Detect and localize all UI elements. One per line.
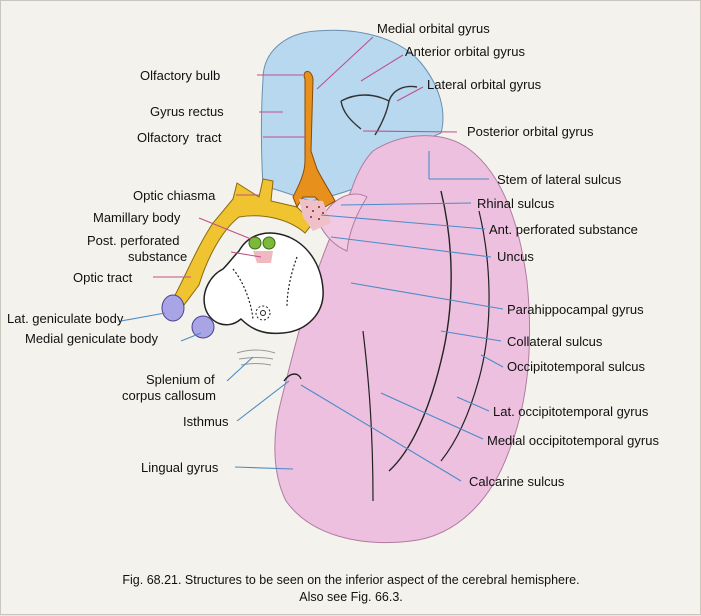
label-splenium-2: corpus callosum [122, 388, 216, 403]
label-mamillary-body: Mamillary body [93, 210, 181, 225]
caption-line-2: Also see Fig. 66.3. [299, 590, 403, 604]
label-lat-occipitotemporal-gyrus: Lat. occipitotemporal gyrus [493, 404, 649, 419]
label-splenium-1: Splenium of [146, 372, 215, 387]
label-posterior-orbital-gyrus: Posterior orbital gyrus [467, 124, 594, 139]
label-rhinal-sulcus: Rhinal sulcus [477, 196, 555, 211]
leader-splenium [227, 357, 253, 381]
label-isthmus: Isthmus [183, 414, 229, 429]
label-post-perforated-1: Post. perforated [87, 233, 180, 248]
label-collateral-sulcus: Collateral sulcus [507, 334, 603, 349]
caption-line-1: Fig. 68.21. Structures to be seen on the… [122, 573, 579, 587]
label-medial-occipitotemporal-gyrus: Medial occipitotemporal gyrus [487, 433, 659, 448]
midbrain-section [204, 233, 323, 333]
label-post-perforated-2: substance [128, 249, 187, 264]
label-parahippocampal-gyrus: Parahippocampal gyrus [507, 302, 644, 317]
label-olfactory-bulb: Olfactory bulb [140, 68, 220, 83]
leader-lat-geniculate [121, 313, 165, 321]
label-ant-perforated-substance: Ant. perforated substance [489, 222, 638, 237]
label-lateral-orbital-gyrus: Lateral orbital gyrus [427, 77, 542, 92]
label-calcarine-sulcus: Calcarine sulcus [469, 474, 565, 489]
mamillary-body-right [263, 237, 275, 249]
label-uncus: Uncus [497, 249, 534, 264]
label-lingual-gyrus: Lingual gyrus [141, 460, 219, 475]
label-olfactory-tract: Olfactory tract [137, 130, 222, 145]
label-gyrus-rectus: Gyrus rectus [150, 104, 224, 119]
label-occipitotemporal-sulcus: Occipitotemporal sulcus [507, 359, 645, 374]
label-medial-geniculate-body: Medial geniculate body [25, 331, 158, 346]
lat-geniculate-body-shape [162, 295, 184, 321]
label-lat-geniculate-body: Lat. geniculate body [7, 311, 124, 326]
label-stem-of-lateral-sulcus: Stem of lateral sulcus [497, 172, 622, 187]
label-anterior-orbital-gyrus: Anterior orbital gyrus [405, 44, 525, 59]
label-medial-orbital-gyrus: Medial orbital gyrus [377, 21, 490, 36]
splenium-shape [237, 350, 275, 365]
label-optic-chiasma: Optic chiasma [133, 188, 216, 203]
label-optic-tract: Optic tract [73, 270, 133, 285]
